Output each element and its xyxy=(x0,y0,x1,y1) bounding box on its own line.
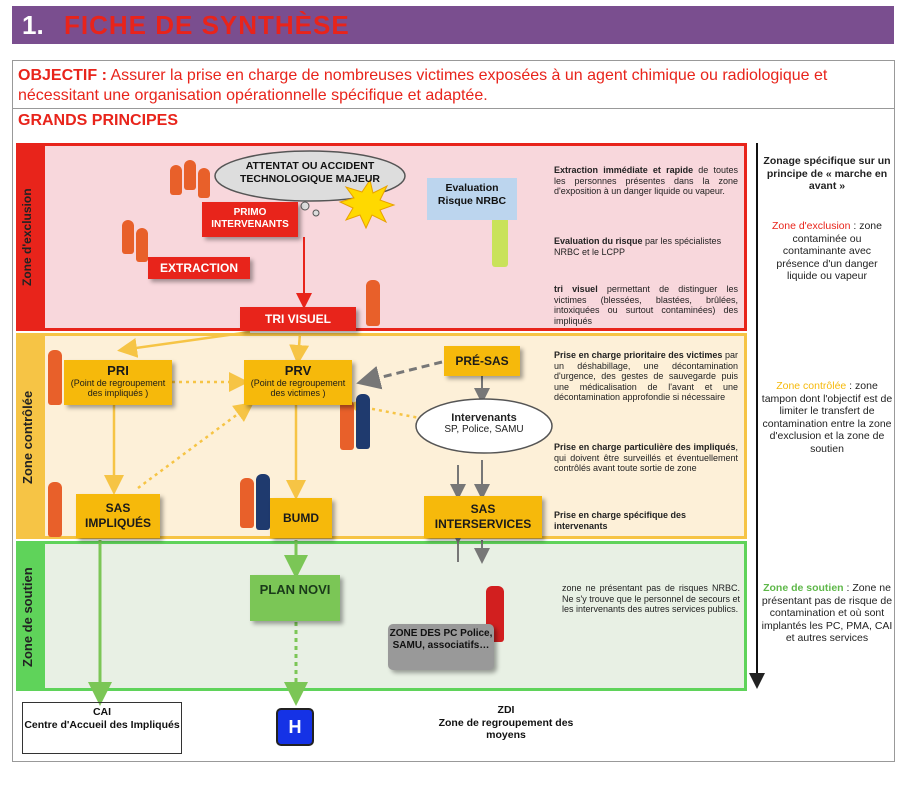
side-support-title: Zone de soutien xyxy=(763,582,844,594)
prv-box: PRV (Point de regroupement des victimes … xyxy=(244,360,352,405)
intervenants-subtitle: SP, Police, SAMU xyxy=(444,424,524,435)
controlled-desc-victims: Prise en charge prioritaire des victimes… xyxy=(554,350,738,402)
side-exclusion-title: Zone d'exclusion xyxy=(771,220,851,232)
pre-sas-box: PRÉ-SAS xyxy=(444,346,520,376)
side-controlled: Zone contrôlée : zone tampon dont l'obje… xyxy=(761,380,893,455)
prv-title: PRV xyxy=(284,363,312,378)
hazmat-specialist-figure xyxy=(492,215,508,267)
side-support-text: Zone ne présentant pas de risque de cont… xyxy=(761,582,893,644)
firefighter-figure xyxy=(184,160,196,190)
divider xyxy=(12,108,895,109)
controlled-desc-impliques: Prise en charge particulière des impliqu… xyxy=(554,442,738,473)
bumd-box: BUMD xyxy=(270,498,332,538)
exclusion-desc-extraction: Extraction immédiate et rapide de toutes… xyxy=(554,165,738,196)
zdi-subtitle: Zone de regroupement des moyens xyxy=(438,716,574,742)
sas-impliques-box: SAS IMPLIQUÉS xyxy=(76,494,160,538)
zdi-title: ZDI xyxy=(497,704,515,716)
objective-label: OBJECTIF : xyxy=(18,67,107,84)
content-frame xyxy=(12,60,895,762)
side-exclusion-text: zone contaminée ou contaminante avec pré… xyxy=(776,220,882,282)
cloud-label: ATTENTAT OU ACCIDENT TECHNOLOGIQUE MAJEU… xyxy=(239,160,380,185)
side-exclusion: Zone d'exclusion : zone contaminée ou co… xyxy=(771,220,882,282)
firefighter-figure xyxy=(170,165,182,195)
primo-intervenants-box: PRIMO INTERVENANTS xyxy=(202,202,298,237)
plan-novi-box: PLAN NOVI xyxy=(250,575,340,621)
title-number: 1. xyxy=(22,10,44,40)
zone-pc-box: ZONE DES PC Police, SAMU, associatifs… xyxy=(388,624,494,670)
tri-visuel-box: TRI VISUEL xyxy=(240,307,356,331)
zone-support-strip xyxy=(19,544,45,688)
intervenants-ellipse: Intervenants SP, Police, SAMU xyxy=(420,412,548,435)
extraction-box: EXTRACTION xyxy=(148,257,250,279)
victim-figure xyxy=(366,280,380,326)
pri-title: PRI xyxy=(107,363,129,378)
victim-figure xyxy=(48,482,62,537)
side-controlled-title: Zone contrôlée xyxy=(776,380,847,392)
victim-figure xyxy=(240,478,254,528)
objective-text: Assurer la prise en charge de nombreuses… xyxy=(18,67,828,104)
prv-subtitle: (Point de regroupement des victimes ) xyxy=(250,378,346,398)
page-title: FICHE DE SYNTHÈSE xyxy=(64,10,350,40)
support-desc: zone ne présentant pas de risques NRBC. … xyxy=(562,583,740,614)
zone-support xyxy=(16,541,747,691)
responder-figure xyxy=(356,394,370,449)
cai-box: CAI Centre d'Accueil des Impliqués xyxy=(22,702,182,754)
side-header: Zonage spécifique sur un principe de « m… xyxy=(763,155,891,192)
responder-figure xyxy=(256,474,270,530)
exclusion-desc-tri: tri visuel permettant de distinguer les … xyxy=(554,284,738,326)
zdi-label: ZDI Zone de regroupement des moyens xyxy=(436,704,576,742)
sas-interservices-box: SAS INTERSERVICES xyxy=(424,496,542,538)
victim-figure xyxy=(48,350,62,405)
pri-box: PRI (Point de regroupement des impliqués… xyxy=(64,360,172,405)
principles-heading: GRANDS PRINCIPES xyxy=(18,112,179,129)
pri-subtitle: (Point de regroupement des impliqués ) xyxy=(70,378,166,398)
zone-exclusion-strip xyxy=(19,146,45,328)
eval-nrbc-box: Evaluation Risque NRBC xyxy=(427,178,517,220)
cai-subtitle: Centre d'Accueil des Impliqués xyxy=(24,718,180,731)
cai-title: CAI xyxy=(92,706,112,718)
firefighter-figure xyxy=(198,168,210,198)
objective: OBJECTIF : Assurer la prise en charge de… xyxy=(18,66,890,106)
zone-controlled-strip xyxy=(19,336,45,536)
intervenants-title: Intervenants xyxy=(451,412,517,424)
side-support: Zone de soutien : Zone ne présentant pas… xyxy=(761,582,893,644)
title-bar: 1. FICHE DE SYNTHÈSE xyxy=(12,6,894,44)
controlled-desc-intervenants: Prise en charge spécifique des intervena… xyxy=(554,510,687,531)
exclusion-desc-evaluation: Evaluation du risque par les spécialiste… xyxy=(554,236,722,257)
side-controlled-text: zone tampon dont l'objectif est de limit… xyxy=(761,380,893,455)
firefighter-figure xyxy=(136,228,148,262)
victim-figure xyxy=(340,400,354,450)
hospital-icon: H xyxy=(276,708,314,746)
firefighter-figure xyxy=(122,220,134,254)
